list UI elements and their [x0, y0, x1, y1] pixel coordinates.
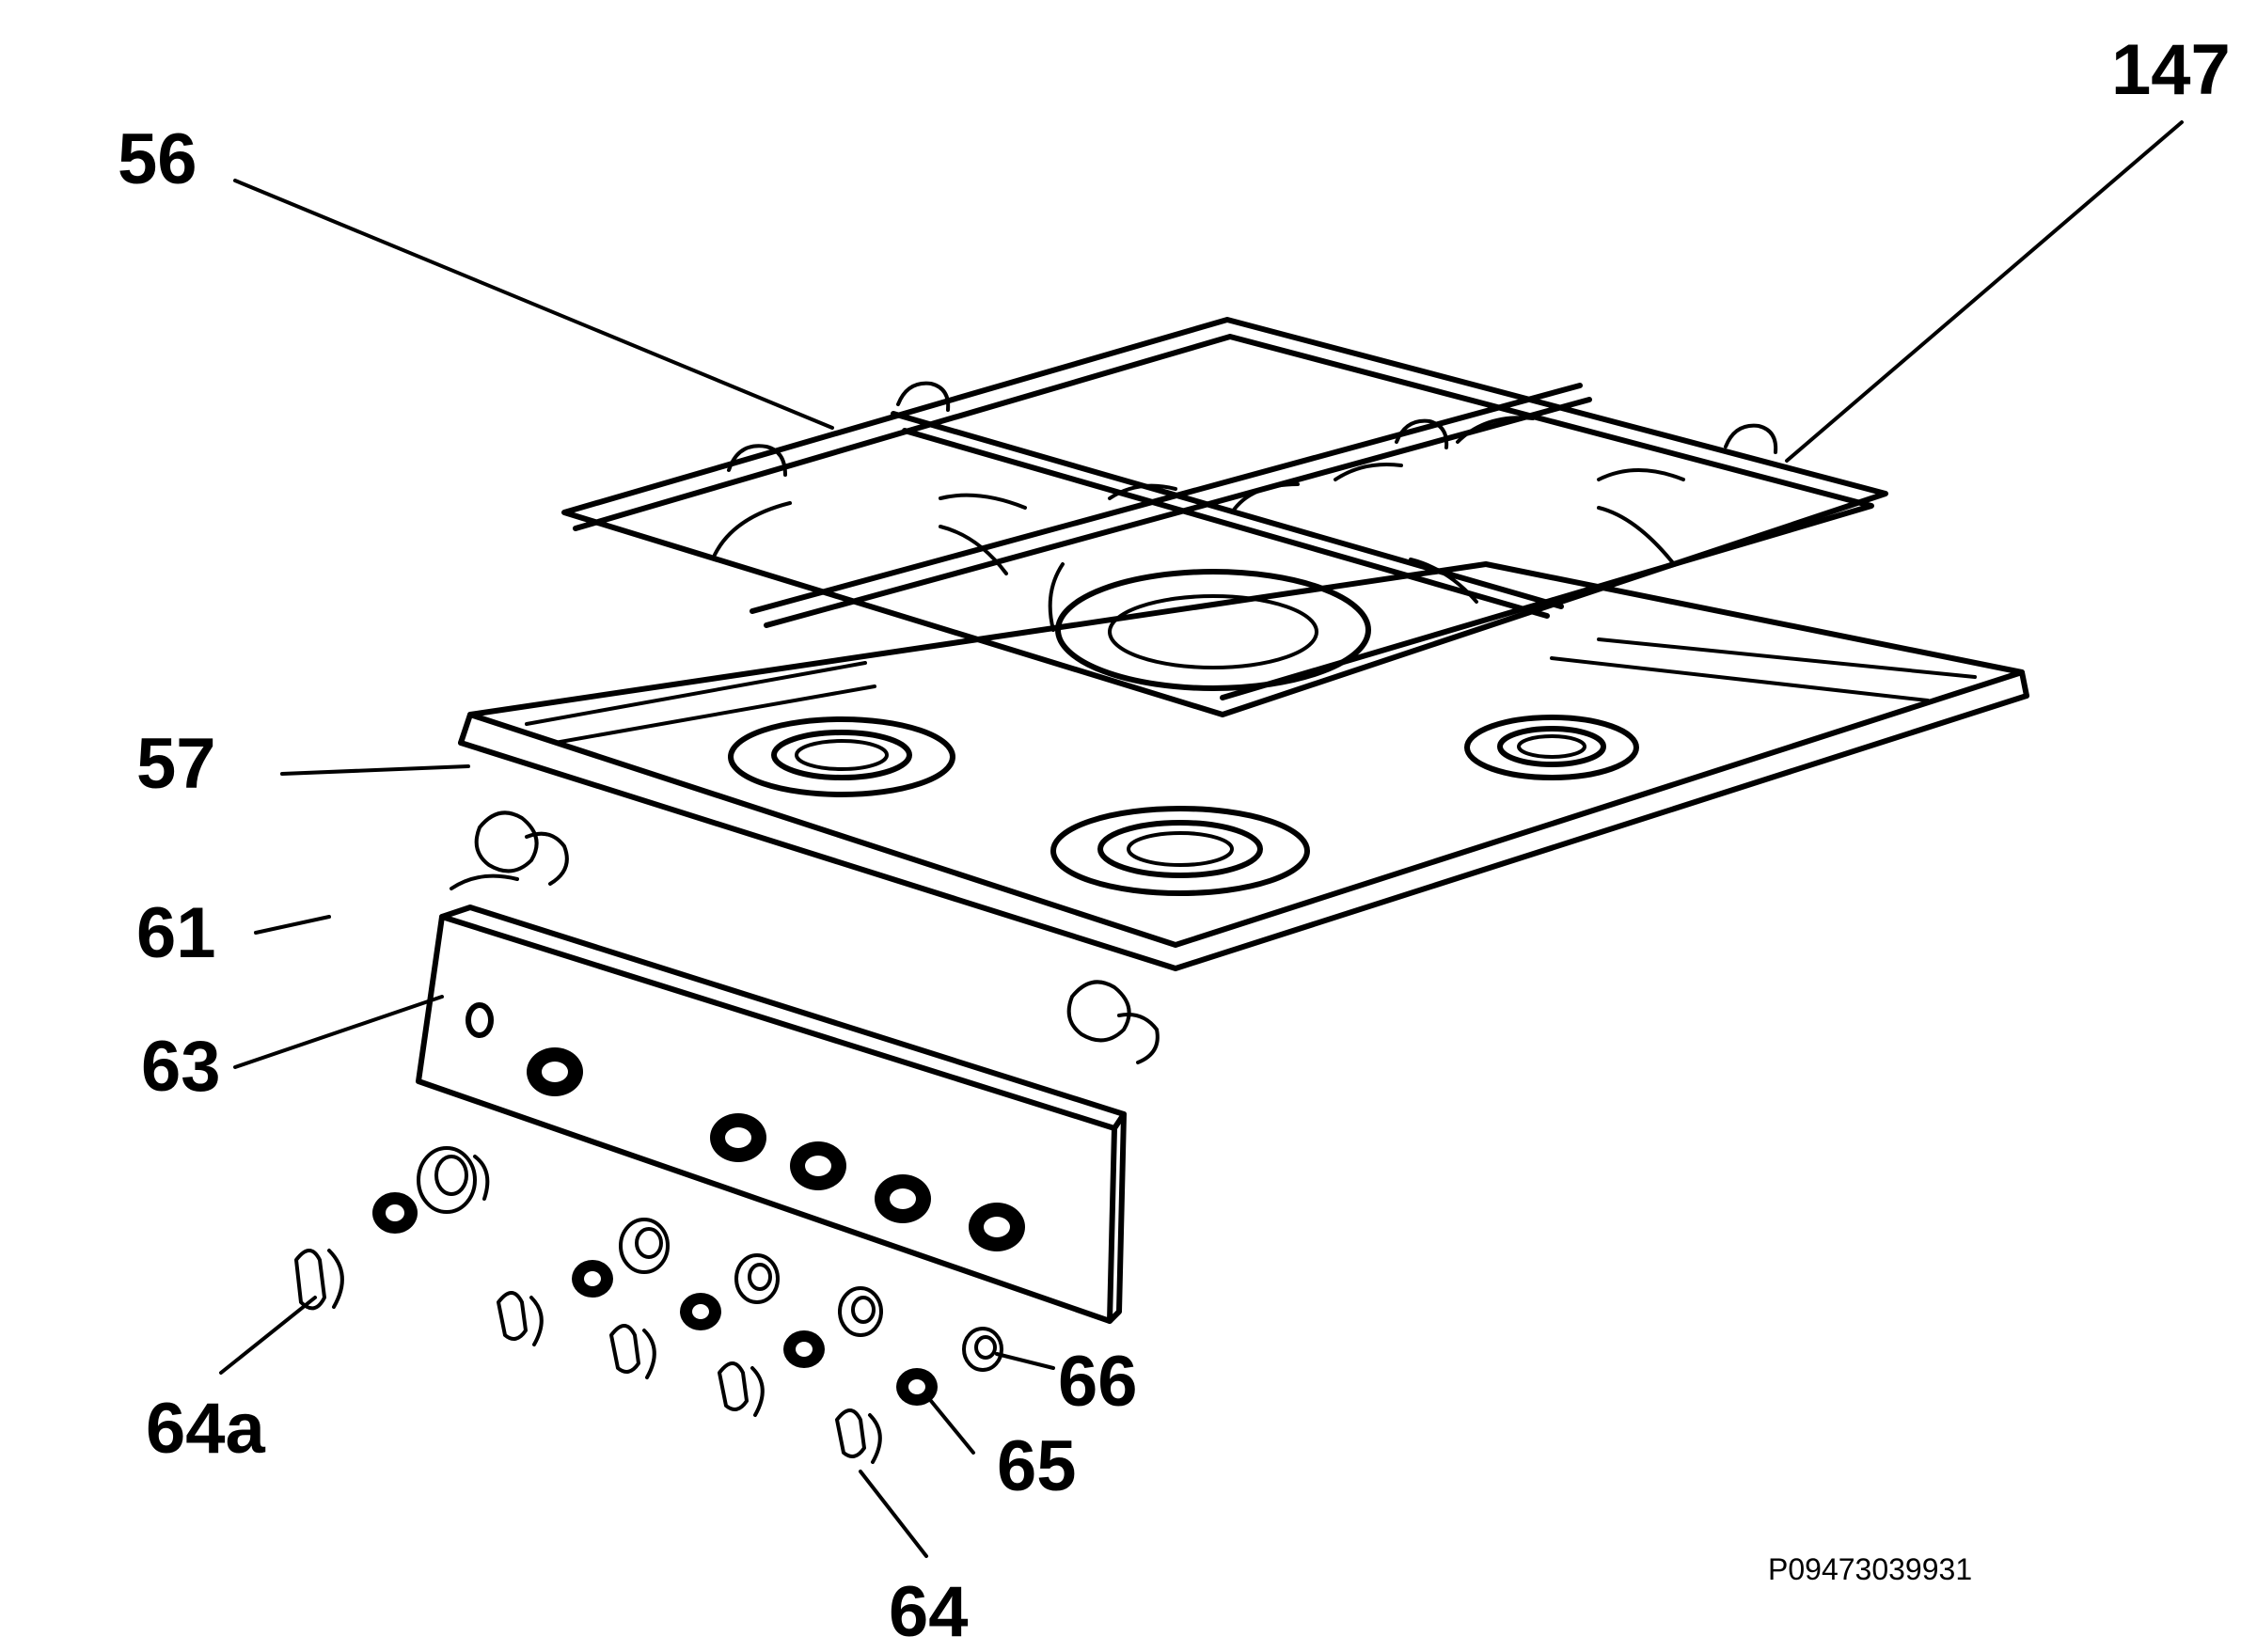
leader-57	[280, 764, 470, 776]
callout-64a: 64a	[146, 1389, 266, 1469]
callout-64: 64	[889, 1572, 969, 1652]
control-panel	[416, 905, 1127, 1324]
callout-65: 65	[997, 1426, 1077, 1506]
burner-front	[1050, 806, 1310, 896]
side-clip-right	[1066, 980, 1160, 1064]
callout-57: 57	[136, 724, 216, 804]
part-code: P09473039931	[1768, 1552, 1972, 1586]
knob-64a	[294, 1146, 490, 1311]
leader-56	[233, 179, 834, 430]
side-clip-left	[450, 810, 569, 890]
pan-support-grid	[561, 317, 1888, 717]
callout-labels: 56 147 57 61 63 64a 66 65 64 P0947303993…	[118, 30, 2231, 1652]
leader-65	[929, 1399, 975, 1455]
callout-56: 56	[118, 119, 197, 199]
callout-147: 147	[2111, 30, 2231, 110]
callout-63: 63	[141, 1027, 221, 1107]
leader-147	[1785, 120, 2184, 463]
knob-assembly-group	[294, 1146, 1003, 1464]
callout-61: 61	[136, 893, 216, 973]
knob-row	[497, 1218, 1003, 1464]
hob-top-plate	[458, 561, 2029, 971]
burner-left	[728, 716, 955, 797]
callout-66: 66	[1058, 1342, 1138, 1422]
leader-lines	[219, 120, 2184, 1558]
leader-63	[233, 995, 444, 1069]
panel-knob-holes	[527, 1047, 1025, 1251]
leader-66	[995, 1352, 1055, 1370]
leader-61	[254, 915, 331, 935]
leader-64	[859, 1470, 928, 1558]
burner-right	[1464, 715, 1639, 780]
leader-64a	[219, 1296, 317, 1375]
